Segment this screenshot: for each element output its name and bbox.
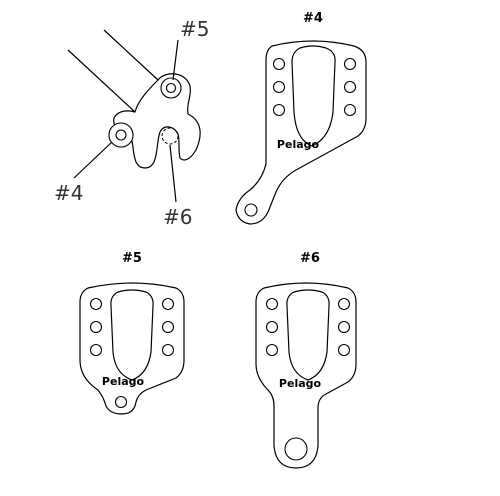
part-4-hole — [272, 57, 286, 71]
part-6-hole — [337, 343, 351, 357]
part-6-hole — [265, 320, 279, 334]
part-5: #5 Pelago — [79, 251, 185, 415]
dropout-outline — [113, 73, 201, 169]
part-5-brand: Pelago — [102, 375, 145, 388]
part-4-brand: Pelago — [277, 138, 320, 151]
part-5-hole — [161, 343, 175, 357]
leader-6 — [169, 144, 177, 203]
part-5-hole — [89, 343, 103, 357]
part-6: #6 Pelago — [255, 251, 357, 469]
part-5-mount-hole — [114, 395, 128, 409]
part-4-hole — [343, 103, 357, 117]
part-4-hole — [343, 80, 357, 94]
part-6-hole — [337, 297, 351, 311]
part-6-hole — [265, 297, 279, 311]
leader-5 — [172, 39, 179, 81]
part-4: #4 Pelago — [235, 11, 367, 225]
part-4-hole — [272, 103, 286, 117]
chainstay-tube-edge — [67, 49, 136, 113]
part-4-slot — [291, 45, 336, 147]
part-4-title: #4 — [303, 11, 323, 26]
overview-label-5: #5 — [180, 17, 209, 41]
overview-label-4: #4 — [54, 181, 83, 205]
part-6-hole — [337, 320, 351, 334]
overview-label-6: #6 — [163, 205, 192, 229]
part-5-hole — [89, 297, 103, 311]
part-6-brand: Pelago — [279, 377, 322, 390]
part-6-slot — [286, 289, 330, 381]
seatstay-tube-edge — [103, 29, 159, 81]
part-4-hole — [343, 57, 357, 71]
part-6-mount-hole — [284, 437, 308, 461]
position-4-hole — [115, 129, 127, 141]
part-6-title: #6 — [300, 251, 320, 266]
position-5-hole — [165, 82, 177, 94]
part-4-hole — [272, 80, 286, 94]
part-6-hole — [265, 343, 279, 357]
leader-4 — [73, 141, 113, 179]
part-5-hole — [89, 320, 103, 334]
dropout-overview: #5 #4 #6 — [54, 17, 209, 229]
position-6-axle — [161, 127, 179, 145]
part-5-hole — [161, 297, 175, 311]
part-4-mount-hole — [244, 203, 258, 217]
part-5-title: #5 — [122, 251, 142, 266]
part-5-slot — [110, 289, 154, 381]
part-5-hole — [161, 320, 175, 334]
